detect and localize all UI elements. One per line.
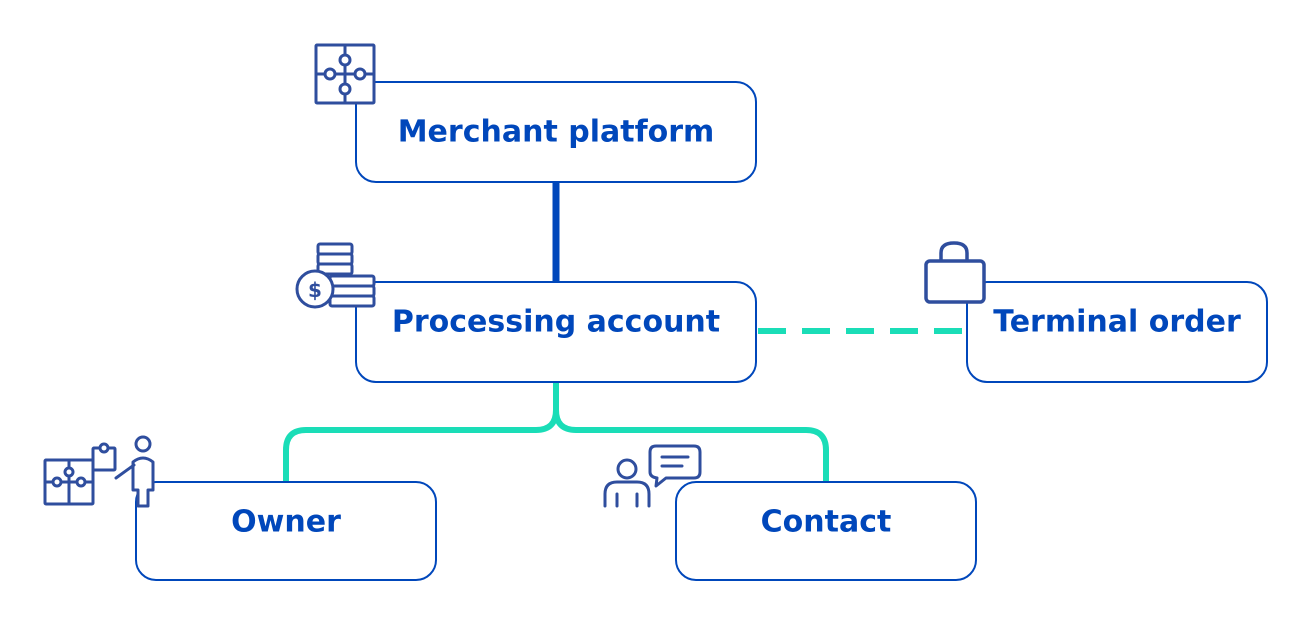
node-contact-label: Contact xyxy=(761,505,892,540)
node-processing-account: Processing account xyxy=(355,281,757,383)
node-owner-label: Owner xyxy=(231,505,341,540)
person-chat-icon xyxy=(603,444,702,508)
node-merchant-platform: Merchant platform xyxy=(355,81,757,183)
node-owner-box xyxy=(135,481,437,581)
shopping-bag-icon xyxy=(924,241,986,304)
connector-account-to-owner xyxy=(283,382,559,482)
node-processing-account-box xyxy=(355,281,757,383)
money-stack-icon: $ xyxy=(295,242,376,309)
node-contact-box xyxy=(675,481,977,581)
node-terminal-order: Terminal order xyxy=(966,281,1268,383)
node-owner: Owner xyxy=(135,481,437,581)
node-merchant-platform-box xyxy=(355,81,757,183)
node-processing-account-label: Processing account xyxy=(392,305,720,340)
connector-account-to-contact xyxy=(553,409,829,482)
node-contact: Contact xyxy=(675,481,977,581)
person-puzzle-icon xyxy=(43,435,155,508)
node-merchant-platform-label: Merchant platform xyxy=(398,115,715,150)
puzzle-icon xyxy=(314,43,376,105)
svg-text:$: $ xyxy=(308,278,322,302)
node-terminal-order-label: Terminal order xyxy=(993,305,1241,340)
node-terminal-order-box xyxy=(966,281,1268,383)
